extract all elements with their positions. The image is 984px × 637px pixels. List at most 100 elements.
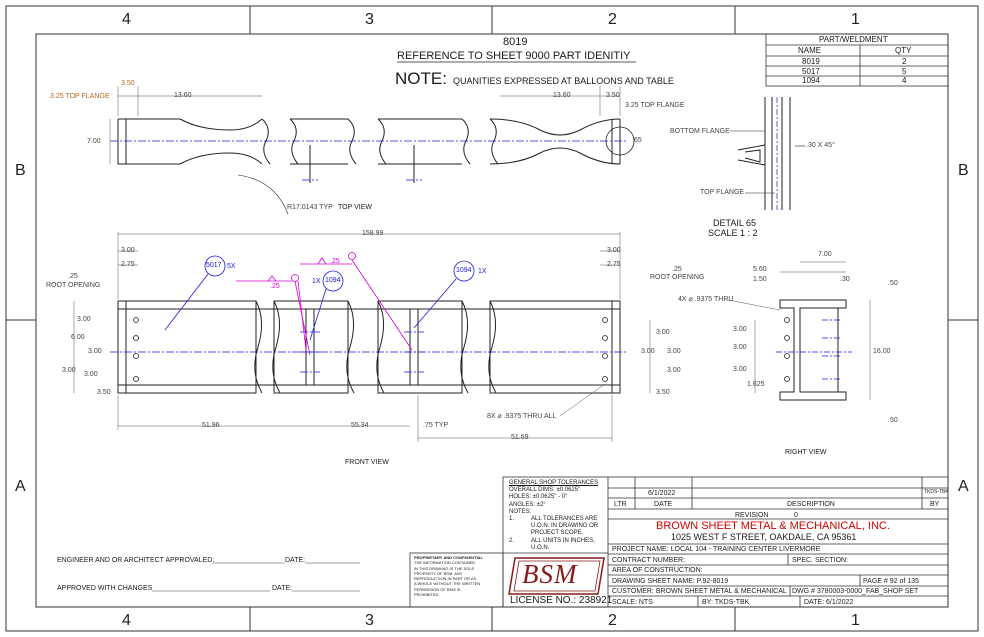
part-table-cell-qty: 2 (902, 57, 907, 66)
detail-title: DETAIL 65 (713, 218, 757, 228)
chamfer-note: .30 X 45° (806, 142, 835, 149)
dim-13-60-right: 13.60 (553, 92, 571, 99)
dim-3-00-right-top: 3.00 (607, 247, 621, 254)
dim-right-row: 3.50 (656, 389, 670, 396)
right-dim-30: .30 (840, 276, 850, 283)
top-view-centerline (110, 140, 628, 181)
tolerance-angles: ANGLES: ±2° (509, 501, 546, 508)
tolerance-holes: HOLES: ±0.0625" - 0" (509, 494, 568, 501)
revision-value: 0 (794, 512, 798, 519)
revision-label: REVISION (735, 512, 769, 519)
dim-right-row: 3.00 (667, 367, 681, 374)
weld-size-right: .25 (330, 258, 340, 265)
dim-51-96: 51.96 (202, 422, 220, 429)
right-dim-50-top: .50 (888, 280, 898, 287)
dim-left-row: 3.00 (77, 316, 91, 323)
page-number: PAGE # 92 of 135 (863, 578, 919, 585)
detail-callout-65: 65 (634, 137, 642, 144)
right-dim-50-bottom: .50 (888, 417, 898, 424)
balloon-1094-right-qty: 1X (478, 268, 487, 275)
zone-left-a: A (15, 478, 26, 495)
drawing-date: DATE: 6/1/2022 (804, 599, 854, 606)
dim-overall-length: 158.99 (362, 230, 384, 237)
right-dim-row: 1.625 (747, 381, 765, 388)
top-view-dimension-lines (109, 86, 621, 164)
balloon-5017-qty: 5X (227, 263, 236, 270)
dim-left-mid: 3.00 (88, 348, 102, 355)
dwg-number: DWG # 3780003-0000_FAB_SHOP SET (792, 588, 919, 595)
right-dim-5-60: 5.60 (753, 266, 767, 273)
spec-section: SPEC. SECTION: (792, 557, 849, 564)
zone-bottom-2: 2 (608, 612, 617, 629)
zone-ticks (6, 6, 978, 631)
proprietary-line: PROHIBITED. (414, 592, 440, 598)
general-tolerances: GENERAL SHOP TOLERANCES OVERALL DIMS: ±0… (509, 480, 606, 552)
license-number: LICENSE NO.: 238921 (510, 595, 613, 606)
right-hole-note: 4X ⌀ .9375 THRU (678, 296, 734, 303)
dim-right-row: 3.00 (667, 348, 681, 355)
part-table-cell-name: 5017 (802, 67, 820, 76)
changes-date-label: DATE: (272, 585, 293, 592)
right-dim-row: 3.00 (733, 326, 747, 333)
front-view-holes (133, 317, 608, 382)
zone-bottom-3: 3 (365, 612, 374, 629)
right-view-centerlines (776, 319, 852, 380)
zone-top-2: 2 (608, 11, 617, 28)
top-view-beam (117, 118, 635, 215)
right-view-label: RIGHT VIEW (785, 449, 827, 456)
note-line: ALL TOLERANCES ARE (531, 516, 598, 523)
dim-075-typ: .75 TYP (423, 422, 449, 429)
dim-2-75-left: 2.75 (121, 261, 135, 268)
scale: SCALE: NTS (612, 599, 653, 606)
drawing-part-number: 8019 (503, 36, 528, 48)
proprietary-line: THE INFORMATION CONTAINED (414, 560, 476, 566)
bsm-logo-graphic (508, 557, 605, 595)
company-name: BROWN SHEET METAL & MECHANICAL, INC. (656, 520, 890, 532)
right-view-dimension-lines (727, 261, 871, 400)
top-flange-right-label: 3.25 TOP FLANGE (625, 102, 685, 109)
part-table-title: PART/WELDMENT (819, 35, 888, 44)
part-table-cell-name: 8019 (802, 57, 820, 66)
architect-approval-label: ENGINEER AND OR ARCHITECT APPROVALED: (57, 557, 215, 564)
part-table-cell-qty: 5 (902, 67, 907, 76)
part-table-grid (765, 33, 949, 87)
revision-date-cell: 6/1/2022 (648, 490, 676, 497)
area-of-construction: AREA OF CONSTRUCTION: (612, 567, 703, 574)
dim-3-00-left-top: 3.00 (121, 247, 135, 254)
revision-by-cell: TKDS-TBK (924, 489, 949, 495)
zone-top-4: 4 (122, 11, 131, 28)
top-flange-left-label: 3.25 TOP FLANGE (50, 93, 110, 100)
dim-3-50-left: 3.50 (121, 80, 135, 87)
company-address: 1025 WEST F STREET, OAKDALE, CA 95361 (671, 532, 857, 542)
zone-top-3: 3 (365, 11, 374, 28)
root-opening-right-label: ROOT OPENING (650, 274, 705, 281)
proprietary-line: A WHOLE WITHOUT THE WRITTEN (414, 581, 481, 587)
root-opening-left-value: .25 (68, 273, 78, 280)
dim-left-row: 3.00 (62, 367, 76, 374)
right-dim-7-00: 7.00 (818, 251, 832, 258)
dim-13-60-left: 13.60 (174, 92, 192, 99)
dim-right-mid: 3.00 (641, 348, 655, 355)
part-table-cell-qty: 4 (902, 76, 907, 85)
balloon-5017: 5017 (206, 262, 222, 269)
balloon-1094-left-qty: 1X (312, 278, 321, 285)
drawing-sheet-name: DRAWING SHEET NAME: P.92-8019 (612, 578, 729, 585)
right-view-holes (784, 317, 790, 382)
note-label: NOTE: (395, 69, 447, 88)
col-description: DESCRIPTION (787, 501, 835, 508)
dim-3-50-right: 3.50 (606, 92, 620, 99)
contract-number: CONTRACT NUMBER: (612, 557, 685, 564)
root-opening-right-value: .25 (672, 266, 682, 273)
front-view-balloon-leaders (164, 255, 475, 341)
balloon-1094-right: 1094 (456, 267, 472, 274)
dim-51-69: 51.69 (511, 434, 529, 441)
note-text: QUANITIES EXPRESSED AT BALLOONS AND TABL… (453, 76, 674, 86)
zone-right-b: B (958, 162, 969, 179)
tolerance-overall: OVERALL DIMS: ±0.0625" (509, 487, 581, 494)
dim-2-75-right: 2.75 (607, 261, 621, 268)
dim-left-row: 6.00 (71, 334, 85, 341)
part-table-cell-name: 1094 (802, 76, 820, 85)
balloon-1094-left: 1094 (325, 277, 341, 284)
radius-note: R17.0143 TYP (287, 204, 333, 211)
